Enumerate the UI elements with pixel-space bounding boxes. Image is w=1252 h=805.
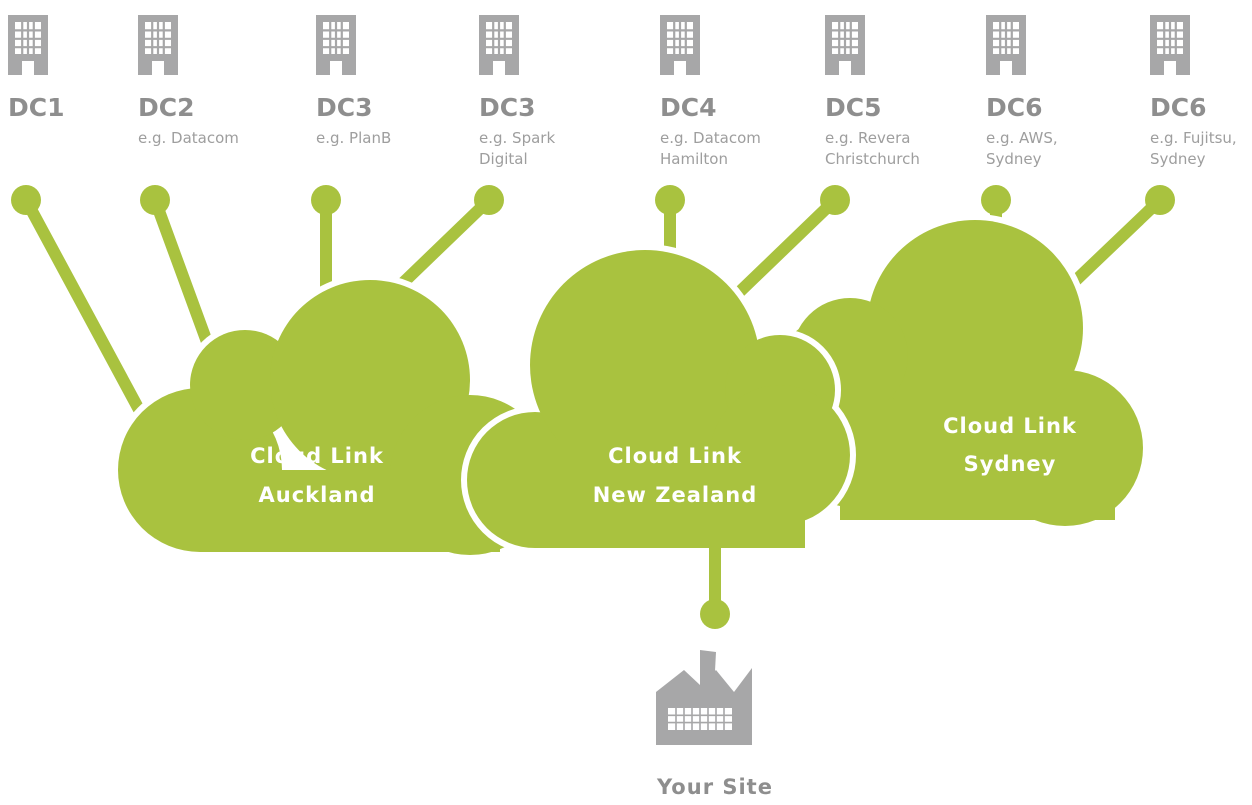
building-icon — [1148, 13, 1192, 77]
cloud-auckland-label-line2: Auckland — [259, 483, 376, 507]
node-dc4 — [655, 185, 685, 215]
dc6-aws-sub1: e.g. AWS, — [986, 129, 1058, 147]
dc3-spark-sub1: e.g. Spark — [479, 129, 555, 147]
dc1-title: DC1 — [8, 93, 65, 122]
node-your-site — [700, 599, 730, 629]
dc6-fujitsu-sub2: Sydney — [1150, 150, 1206, 168]
cloud-auckland-label-line1: Cloud Link — [250, 444, 384, 468]
dc3-spark-sub2: Digital — [479, 150, 528, 168]
cloud-new-zealand-label-line1: Cloud Link — [608, 444, 742, 468]
dc6-fujitsu-title: DC6 — [1150, 93, 1207, 122]
cloud-new-zealand-label-line2: New Zealand — [593, 483, 758, 507]
dc6-aws-sub2: Sydney — [986, 150, 1042, 168]
dc5-title: DC5 — [825, 93, 882, 122]
node-dc3-planb — [311, 185, 341, 215]
dc5-sub1: e.g. Revera — [825, 129, 911, 147]
dc4-title: DC4 — [660, 93, 717, 122]
datacenter-labels: DC1 DC2 e.g. Datacom DC3 e.g. PlanB DC3 … — [8, 93, 1237, 168]
building-icon — [6, 13, 50, 77]
factory-icon — [656, 650, 752, 745]
building-icon — [136, 13, 180, 77]
dc6-aws-title: DC6 — [986, 93, 1043, 122]
cloud-sydney-label-line2: Sydney — [964, 452, 1057, 476]
building-icon — [314, 13, 358, 77]
dc4-sub1: e.g. Datacom — [660, 129, 761, 147]
dc3-spark-title: DC3 — [479, 93, 536, 122]
dc4-sub2: Hamilton — [660, 150, 728, 168]
link-dc1 — [20, 194, 156, 436]
dc2-sub1: e.g. Datacom — [138, 129, 239, 147]
datacenter-buildings — [6, 13, 1192, 77]
dc5-sub2: Christchurch — [825, 150, 920, 168]
cloud-new-zealand — [461, 244, 856, 554]
dc6-fujitsu-sub1: e.g. Fujitsu, — [1150, 129, 1237, 147]
node-dc3-spark — [474, 185, 504, 215]
building-icon — [477, 13, 521, 77]
node-dc1 — [11, 185, 41, 215]
building-icon — [823, 13, 867, 77]
node-dc6-aws — [981, 185, 1011, 215]
building-icon — [658, 13, 702, 77]
connector-nodes — [11, 185, 1175, 629]
node-dc5 — [820, 185, 850, 215]
dc3-planb-sub1: e.g. PlanB — [316, 129, 391, 147]
dc3-planb-title: DC3 — [316, 93, 373, 122]
building-icon — [984, 13, 1028, 77]
cloud-sydney-label-line1: Cloud Link — [943, 414, 1077, 438]
node-dc2 — [140, 185, 170, 215]
your-site-label: Your Site — [656, 775, 773, 799]
dc2-title: DC2 — [138, 93, 195, 122]
node-dc6-fujitsu — [1145, 185, 1175, 215]
